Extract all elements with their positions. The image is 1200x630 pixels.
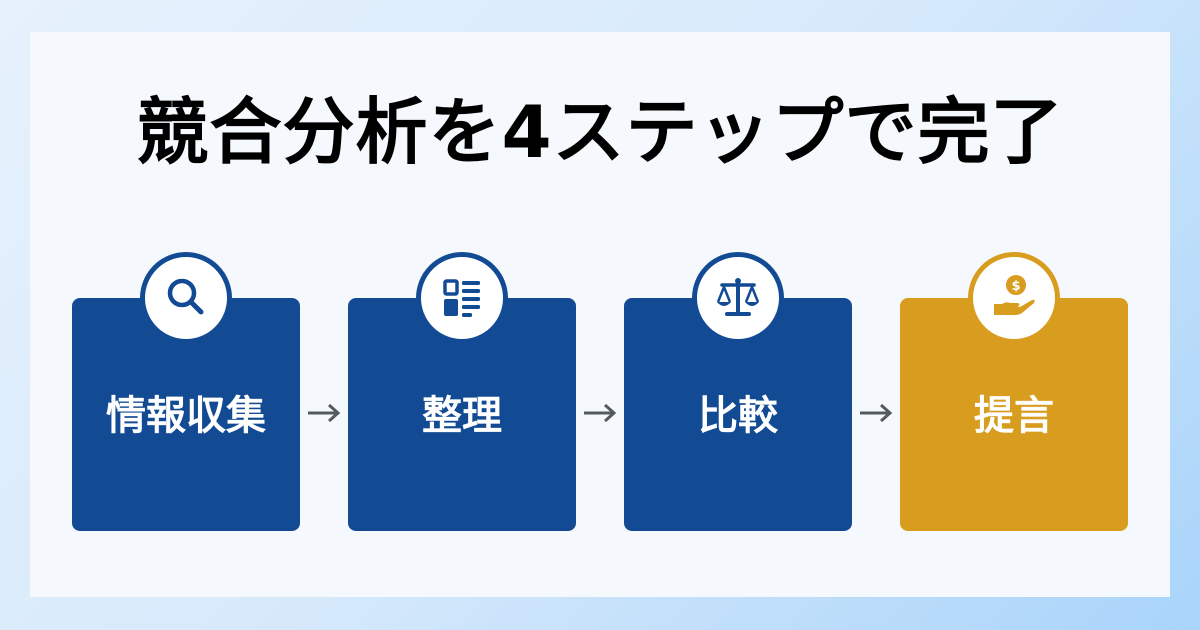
step-label: 比較	[698, 393, 778, 439]
search-icon	[167, 278, 204, 315]
step-label: 情報収集	[106, 393, 266, 439]
arrow-right-icon	[584, 403, 617, 423]
step-badge	[140, 252, 232, 344]
step-card-proposal: $ 提言	[900, 252, 1128, 531]
step-badge: $	[968, 252, 1060, 344]
step-label: 整理	[422, 393, 502, 439]
step-card-information-gathering: 情報収集	[72, 252, 300, 531]
list-layout-icon	[443, 279, 480, 317]
hand-coin-icon: $	[994, 275, 1035, 315]
step-badge	[416, 252, 508, 344]
step-card-organize: 整理	[348, 252, 576, 531]
step-label: 提言	[974, 393, 1054, 439]
step-card-compare: 比較	[624, 252, 852, 531]
balance-scale-icon	[716, 278, 760, 316]
page-title: 競合分析を4ステップで完了	[136, 90, 1064, 174]
arrow-right-icon	[860, 403, 893, 423]
arrow-right-icon	[308, 403, 341, 423]
svg-text:$: $	[1011, 279, 1020, 294]
step-badge	[692, 252, 784, 344]
